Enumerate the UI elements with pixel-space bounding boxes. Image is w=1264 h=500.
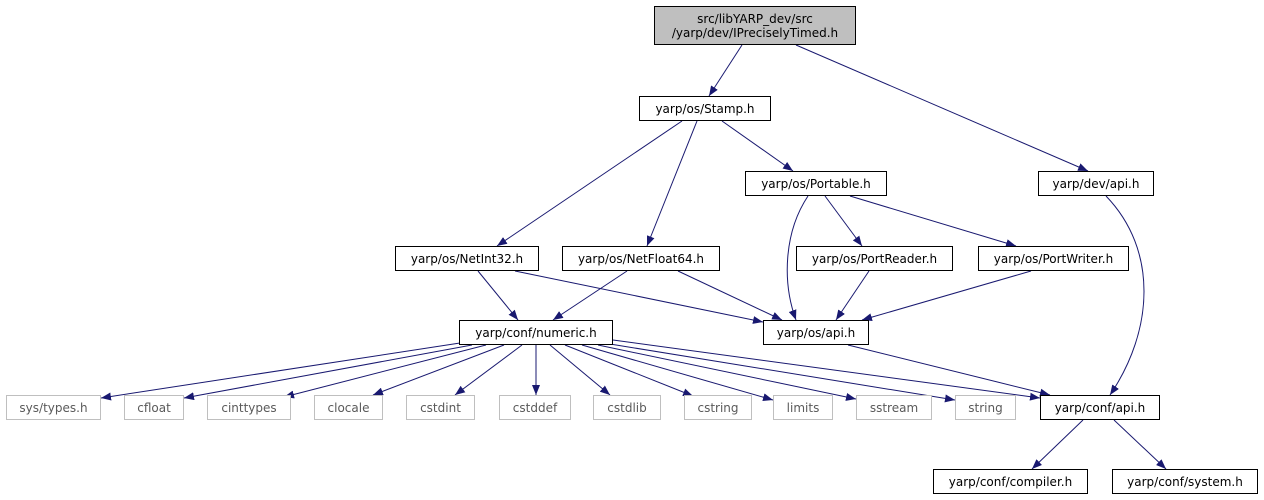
edge-os-stamp-to-os-netfloat64: [646, 120, 698, 247]
node-os-portreader-label: yarp/os/PortReader.h: [811, 251, 938, 266]
node-os-stamp[interactable]: yarp/os/Stamp.h: [639, 96, 771, 121]
node-sys-types[interactable]: sys/types.h: [6, 395, 101, 420]
node-os-stamp-label: yarp/os/Stamp.h: [655, 101, 755, 116]
node-dev-api-label: yarp/dev/api.h: [1052, 176, 1140, 191]
node-conf-numeric[interactable]: yarp/conf/numeric.h: [459, 320, 613, 345]
edge-os-portable-to-os-portwriter: [849, 195, 1017, 247]
node-cstdint-label: cstdint: [420, 400, 461, 415]
node-conf-compiler[interactable]: yarp/conf/compiler.h: [933, 469, 1088, 494]
node-conf-api-label: yarp/conf/api.h: [1054, 400, 1146, 415]
edge-os-netfloat64-to-conf-numeric: [552, 270, 628, 321]
node-root-line2: /yarp/dev/IPreciselyTimed.h: [671, 25, 839, 40]
edge-root-to-os-stamp: [708, 44, 743, 97]
node-sstream[interactable]: sstream: [856, 395, 932, 420]
node-os-netfloat64[interactable]: yarp/os/NetFloat64.h: [562, 246, 720, 271]
node-string-label: string: [968, 400, 1003, 415]
node-os-portwriter[interactable]: yarp/os/PortWriter.h: [978, 246, 1129, 271]
edge-os-portable-to-os-portreader: [824, 195, 863, 247]
edge-os-netint32-to-os-api: [514, 270, 764, 324]
node-cstddef-label: cstddef: [512, 400, 558, 415]
node-cstdlib-label: cstdlib: [607, 400, 647, 415]
node-cstdlib[interactable]: cstdlib: [593, 395, 661, 420]
edge-root-to-dev-api: [795, 44, 1089, 172]
edge-conf-numeric-to-cstdint: [454, 344, 523, 396]
edge-os-portwriter-to-os-api: [861, 270, 1032, 322]
node-clocale[interactable]: clocale: [314, 395, 383, 420]
node-conf-numeric-label: yarp/conf/numeric.h: [475, 325, 597, 340]
node-os-portable-label: yarp/os/Portable.h: [761, 176, 871, 191]
node-limits-label: limits: [786, 400, 820, 415]
edge-conf-numeric-to-cstring: [564, 344, 694, 397]
edge-conf-numeric-to-clocale: [372, 344, 505, 396]
edge-conf-numeric-to-sstream: [597, 344, 857, 401]
node-cstring[interactable]: cstring: [684, 395, 752, 420]
node-sys-types-label: sys/types.h: [19, 400, 88, 415]
node-os-netfloat64-label: yarp/os/NetFloat64.h: [577, 251, 705, 266]
edge-conf-numeric-to-sys-types: [100, 342, 461, 401]
node-limits[interactable]: limits: [773, 395, 833, 420]
node-conf-system[interactable]: yarp/conf/system.h: [1112, 469, 1258, 494]
node-os-api[interactable]: yarp/os/api.h: [763, 320, 869, 345]
node-os-netint32[interactable]: yarp/os/NetInt32.h: [395, 246, 539, 271]
edge-os-portable-to-os-api: [786, 195, 809, 321]
edge-conf-api-to-conf-compiler: [1031, 419, 1084, 470]
edge-conf-numeric-to-cstdlib: [549, 344, 611, 396]
edge-os-stamp-to-os-netint32: [496, 120, 683, 247]
node-cstddef[interactable]: cstddef: [499, 395, 571, 420]
edge-os-stamp-to-os-portable: [721, 120, 794, 172]
node-os-portwriter-label: yarp/os/PortWriter.h: [993, 251, 1114, 266]
edge-os-api-to-conf-api: [847, 344, 1051, 397]
node-cstdint[interactable]: cstdint: [406, 395, 475, 420]
edge-conf-numeric-to-string: [609, 343, 956, 403]
node-os-portreader[interactable]: yarp/os/PortReader.h: [796, 246, 953, 271]
edge-dev-api-to-conf-api: [1105, 195, 1145, 396]
node-cfloat[interactable]: cfloat: [124, 395, 184, 420]
edge-conf-numeric-to-cfloat: [183, 344, 473, 401]
node-clocale-label: clocale: [327, 400, 370, 415]
edge-conf-numeric-to-limits: [581, 344, 774, 402]
node-os-api-label: yarp/os/api.h: [776, 325, 856, 340]
node-os-netint32-label: yarp/os/NetInt32.h: [410, 251, 524, 266]
edge-conf-numeric-to-conf-api: [612, 339, 1041, 401]
node-conf-compiler-label: yarp/conf/compiler.h: [948, 474, 1073, 489]
node-dev-api[interactable]: yarp/dev/api.h: [1038, 171, 1154, 196]
node-cinttypes[interactable]: cinttypes: [207, 395, 291, 420]
edge-os-netint32-to-conf-numeric: [477, 270, 519, 321]
node-os-portable[interactable]: yarp/os/Portable.h: [745, 171, 887, 196]
edge-os-netfloat64-to-os-api: [677, 270, 783, 321]
node-string[interactable]: string: [955, 395, 1016, 420]
node-conf-api[interactable]: yarp/conf/api.h: [1040, 395, 1160, 420]
edge-conf-api-to-conf-system: [1113, 419, 1167, 470]
node-conf-system-label: yarp/conf/system.h: [1127, 474, 1243, 489]
edge-conf-numeric-to-cinttypes: [283, 344, 487, 399]
edge-os-portreader-to-os-api: [835, 270, 870, 321]
node-root-line1: src/libYARP_dev/src: [697, 11, 813, 26]
node-cinttypes-label: cinttypes: [221, 400, 277, 415]
node-cstring-label: cstring: [697, 400, 739, 415]
node-sstream-label: sstream: [869, 400, 919, 415]
node-cfloat-label: cfloat: [137, 400, 171, 415]
node-root[interactable]: src/libYARP_dev/src /yarp/dev/IPrecisely…: [654, 6, 856, 45]
